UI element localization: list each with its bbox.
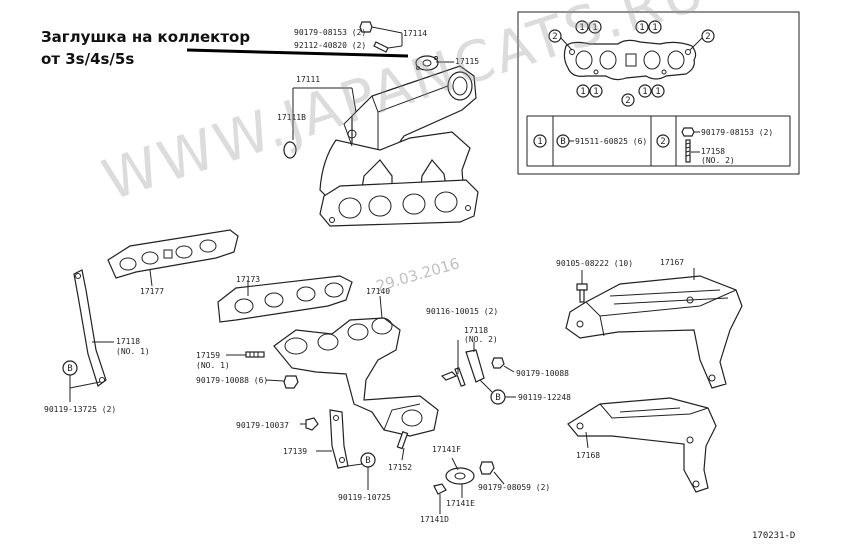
label-17111b: 17111B <box>277 113 306 122</box>
label-90105-08222: 90105-08222 (10) <box>556 259 633 268</box>
plug-17141 <box>433 461 495 495</box>
label-17173: 17173 <box>236 275 260 284</box>
label-17118-no1-note: (NO. 1) <box>116 347 150 356</box>
inset-row-1: 1 B 91511-60825 (6) <box>533 134 647 148</box>
label-90179-10088-6: 90179-10088 (6) <box>196 376 268 385</box>
label-90116-10015: 90116-10015 (2) <box>426 307 498 316</box>
callout-b-left: B <box>62 360 78 376</box>
label-17118-no2: 17118 <box>464 326 488 335</box>
row1-sub-marker: B <box>560 137 565 147</box>
nut-90179-10088-b <box>491 357 505 369</box>
inset-panel: 2 2 1 1 1 1 1 1 1 1 2 1 B 91511-60825 <box>517 11 800 175</box>
stay-17118-no2 <box>440 349 485 387</box>
gasket-17177 <box>107 229 239 279</box>
row2-marker: 2 <box>660 137 665 147</box>
callout-b-lower: B <box>360 452 376 468</box>
inset-callout-2-left: 2 <box>548 29 573 51</box>
label-90119-12248: 90119-12248 <box>518 393 571 402</box>
label-17159: 17159 <box>196 351 220 360</box>
marker-2: 2 <box>552 32 557 42</box>
row1-part-number: 91511-60825 (6) <box>575 137 647 146</box>
marker-b: B <box>495 393 500 403</box>
label-90179-10037: 90179-10037 <box>236 421 289 430</box>
marker-2: 2 <box>625 96 630 106</box>
label-90119-13725: 90119-13725 (2) <box>44 405 116 414</box>
marker-1: 1 <box>652 23 657 33</box>
inset-gasket <box>563 39 697 81</box>
marker-1: 1 <box>580 87 585 97</box>
label-92112-40820: 92112-40820 (2) <box>294 41 366 50</box>
label-17141d: 17141D <box>420 515 449 524</box>
nut-90179-10088 <box>283 375 299 389</box>
label-17152: 17152 <box>388 463 412 472</box>
caption-pointer-line <box>186 48 409 58</box>
plug-17114 <box>359 21 439 71</box>
nut-90179-10037 <box>305 417 319 431</box>
label-17114: 17114 <box>403 29 427 38</box>
marker-b: B <box>67 364 72 374</box>
label-90179-08059: 90179-08059 (2) <box>478 483 550 492</box>
marker-b: B <box>365 456 370 466</box>
stud-17152 <box>396 431 409 450</box>
exhaust-manifold <box>273 317 439 437</box>
marker-1: 1 <box>655 87 660 97</box>
row1-marker: 1 <box>537 137 542 147</box>
marker-1: 1 <box>593 87 598 97</box>
label-90179-10088: 90179-10088 <box>516 369 569 378</box>
heat-insulator-17168 <box>567 397 717 493</box>
bracket-17139 <box>329 409 349 469</box>
marker-1: 1 <box>592 23 597 33</box>
label-17177: 17177 <box>140 287 164 296</box>
marker-1: 1 <box>579 23 584 33</box>
inset-callouts-1: 1 1 1 1 1 1 1 1 2 <box>575 20 665 107</box>
label-17141e: 17141E <box>446 499 475 508</box>
diagram-code: 170231-D <box>752 531 795 541</box>
label-17167: 17167 <box>660 258 684 267</box>
heat-insulator-17167 <box>565 275 743 389</box>
label-17118-no2-note: (NO. 2) <box>464 335 498 344</box>
label-17115: 17115 <box>455 57 479 66</box>
label-17140: 17140 <box>366 287 390 296</box>
label-90179-08153: 90179-08153 (2) <box>294 28 366 37</box>
row2-note: (NO. 2) <box>701 156 735 165</box>
label-17168: 17168 <box>576 451 600 460</box>
label-17159-note: (NO. 1) <box>196 361 230 370</box>
callout-b-mid: B <box>490 389 506 405</box>
part-labels: 90179-08153 (2) 92112-40820 (2) 17114 17… <box>44 28 684 524</box>
row2-part-number-2: 17158 <box>701 147 725 156</box>
stay-17118-no1 <box>73 269 107 387</box>
inset-row-2: 2 90179-08153 (2) 17158 (NO. 2) <box>656 127 773 165</box>
caption-line-1: Заглушка на коллектор <box>41 28 251 46</box>
bolt-90105-08222 <box>576 283 588 303</box>
caption-line-2: от 3s/4s/5s <box>41 50 135 68</box>
inset-callout-2-right: 2 <box>689 29 715 51</box>
marker-1: 1 <box>642 87 647 97</box>
row2-part-number-1: 90179-08153 (2) <box>701 128 773 137</box>
gasket-17173 <box>217 275 353 323</box>
label-17118-no1: 17118 <box>116 337 140 346</box>
intake-manifold <box>319 65 479 227</box>
label-17111: 17111 <box>296 75 320 84</box>
marker-1: 1 <box>639 23 644 33</box>
marker-2: 2 <box>705 32 710 42</box>
label-90119-10725: 90119-10725 <box>338 493 391 502</box>
plug-17111b <box>283 141 297 159</box>
label-17141f: 17141F <box>432 445 461 454</box>
stud-17159 <box>245 351 265 358</box>
label-17139: 17139 <box>283 447 307 456</box>
